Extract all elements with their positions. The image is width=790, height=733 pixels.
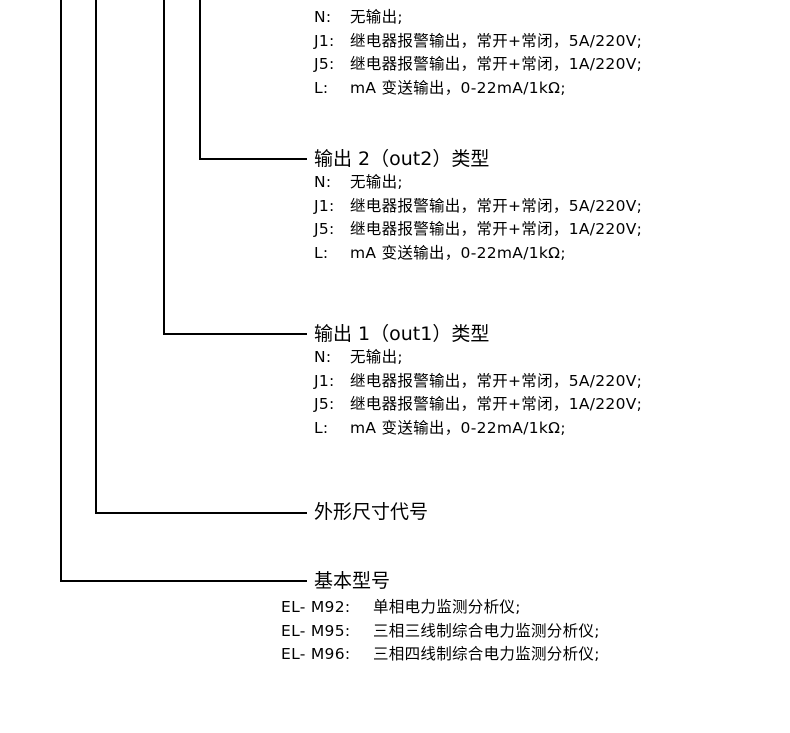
option-row: J5: 继电器报警输出，常开+常闭，1A/220V;	[314, 393, 642, 417]
option-code: N:	[314, 348, 332, 366]
section-out3: N: 无输出; J1: 继电器报警输出，常开+常闭，5A/220V; J5: 继电器报…	[314, 6, 642, 100]
section-out1: 输出 1（out1）类型 N: 无输出; J1: 继电器报警输出，常开+常闭，5A/…	[314, 322, 642, 440]
option-desc: 无输出;	[350, 348, 403, 366]
option-code: J1:	[314, 31, 335, 50]
model-desc: 三相四线制综合电力监测分析仪;	[373, 645, 600, 663]
model-desc: 单相电力监测分析仪;	[373, 598, 521, 616]
option-code: N:	[314, 8, 332, 26]
connector-size-vertical	[95, 0, 97, 418]
option-code: J5:	[314, 220, 335, 238]
base-model-list: EL- M92: 单相电力监测分析仪; EL- M95: 三相三线制综合电力监测分析…	[281, 596, 600, 667]
connector-base-vertical	[60, 0, 62, 582]
option-code: N:	[314, 173, 332, 191]
option-row: L: mA 变送输出，0-22mA/1kΩ;	[314, 242, 642, 266]
model-code: EL- M92:	[281, 598, 351, 616]
connector-size-horizontal	[95, 512, 307, 514]
option-desc: 继电器报警输出，常开+常闭，5A/220V;	[350, 371, 643, 390]
option-row: L: mA 变送输出，0-22mA/1kΩ;	[314, 77, 642, 101]
option-desc: 继电器报警输出，常开+常闭，1A/220V;	[350, 395, 643, 413]
option-code: J5:	[314, 55, 335, 73]
model-code: EL- M95:	[281, 621, 351, 640]
model-code: EL- M96:	[281, 645, 351, 663]
option-row: J1: 继电器报警输出，常开+常闭，5A/220V;	[314, 370, 642, 394]
option-desc: 继电器报警输出，常开+常闭，5A/220V;	[350, 31, 643, 50]
connector-size-vertical-lower	[95, 418, 97, 514]
option-desc: mA 变送输出，0-22mA/1kΩ;	[350, 78, 566, 97]
connector-out2-vertical	[199, 0, 201, 160]
option-code: J1:	[314, 196, 335, 215]
connector-base-horizontal	[60, 580, 307, 582]
option-row: J5: 继电器报警输出，常开+常闭，1A/220V;	[314, 53, 642, 77]
option-desc: 继电器报警输出，常开+常闭，1A/220V;	[350, 55, 643, 73]
size-code-label: 外形尺寸代号	[314, 501, 429, 523]
connector-out2-horizontal	[199, 158, 307, 160]
option-desc: 继电器报警输出，常开+常闭，1A/220V;	[350, 220, 643, 238]
option-code: L:	[314, 418, 329, 437]
connector-out1-vertical	[163, 0, 165, 335]
option-row: J1: 继电器报警输出，常开+常闭，5A/220V;	[314, 195, 642, 219]
option-desc: 无输出;	[350, 8, 403, 26]
connector-out1-horizontal	[163, 333, 307, 335]
section-out2: 输出 2（out2）类型 N: 无输出; J1: 继电器报警输出，常开+常闭，5A/…	[314, 147, 642, 265]
option-code: J5:	[314, 395, 335, 413]
option-row: N: 无输出;	[314, 346, 642, 370]
section-title-out1: 输出 1（out1）类型	[314, 323, 490, 345]
model-row: EL- M92: 单相电力监测分析仪;	[281, 596, 600, 620]
model-desc: 三相三线制综合电力监测分析仪;	[373, 621, 600, 640]
option-code: L:	[314, 78, 329, 97]
option-row: J5: 继电器报警输出，常开+常闭，1A/220V;	[314, 218, 642, 242]
model-row: EL- M96: 三相四线制综合电力监测分析仪;	[281, 643, 600, 667]
option-desc: 继电器报警输出，常开+常闭，5A/220V;	[350, 196, 643, 215]
model-row: EL- M95: 三相三线制综合电力监测分析仪;	[281, 620, 600, 644]
option-row: N: 无输出;	[314, 6, 642, 30]
option-row: N: 无输出;	[314, 171, 642, 195]
option-row: J1: 继电器报警输出，常开+常闭，5A/220V;	[314, 30, 642, 54]
base-model-title: 基本型号	[314, 570, 391, 592]
option-code: J1:	[314, 371, 335, 390]
option-desc: 无输出;	[350, 173, 403, 191]
option-code: L:	[314, 243, 329, 262]
option-desc: mA 变送输出，0-22mA/1kΩ;	[350, 243, 566, 262]
option-desc: mA 变送输出，0-22mA/1kΩ;	[350, 418, 566, 437]
option-row: L: mA 变送输出，0-22mA/1kΩ;	[314, 417, 642, 441]
section-title-out2: 输出 2（out2）类型	[314, 148, 490, 170]
